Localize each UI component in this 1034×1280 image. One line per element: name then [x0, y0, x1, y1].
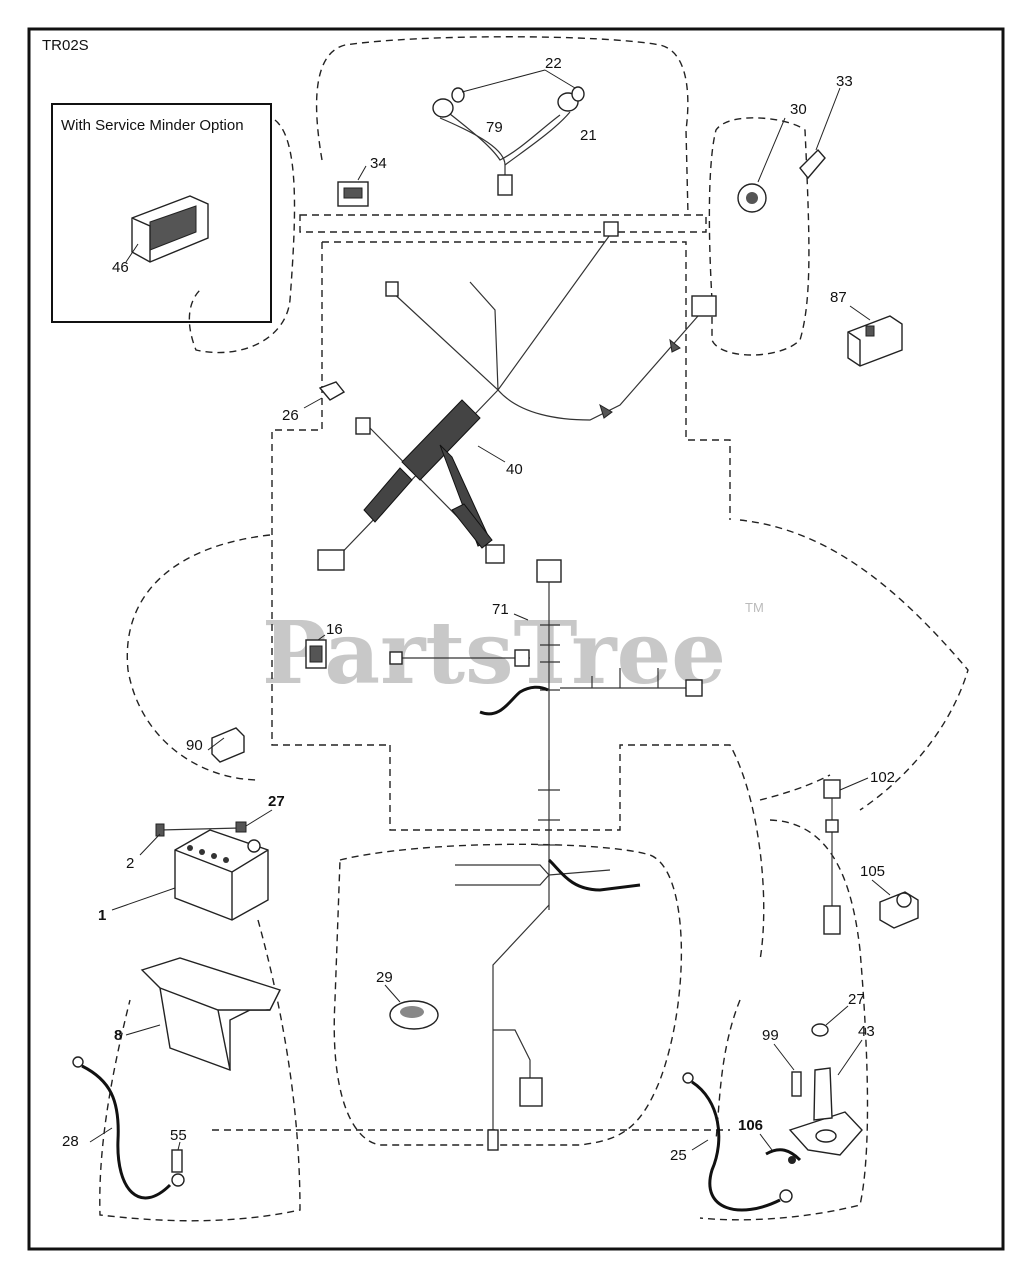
- callout-46: 46: [112, 259, 129, 276]
- callout-106: 106: [738, 1117, 763, 1134]
- service-minder-module: [131, 195, 209, 263]
- callout-71: 71: [492, 601, 509, 618]
- part-99-bolt: [791, 1071, 802, 1097]
- service-minder-inset: With Service Minder Option: [51, 103, 272, 323]
- part-16-switch: [305, 639, 327, 669]
- part-1-battery: [174, 829, 269, 921]
- callout-90: 90: [186, 737, 203, 754]
- part-87-solenoid: [847, 315, 903, 367]
- callout-33: 33: [836, 73, 853, 90]
- callout-34: 34: [370, 155, 387, 172]
- part-106-clip: [765, 1148, 802, 1164]
- callout-105: 105: [860, 863, 885, 880]
- center-wiring-harness: [389, 559, 703, 1151]
- callout-29: 29: [376, 969, 393, 986]
- callout-79: 79: [486, 119, 503, 136]
- diagram-border: [27, 27, 1005, 1251]
- part-26-fuse: [318, 381, 346, 401]
- part-105-relay: [879, 891, 919, 929]
- main-wiring-harness: [317, 221, 717, 571]
- callout-87: 87: [830, 289, 847, 306]
- part-28-battery-cable: [72, 1056, 185, 1200]
- headlight-harness: [432, 86, 585, 196]
- part-25-battery-cable: [682, 1072, 793, 1212]
- callout-1: 1: [98, 907, 106, 924]
- part-34-switch: [337, 181, 369, 207]
- part-55-bolt: [171, 1149, 183, 1173]
- callout-28: 28: [62, 1133, 79, 1150]
- callout-22: 22: [545, 55, 562, 72]
- part-102-harness: [823, 779, 841, 935]
- part-29-grommet: [389, 1000, 439, 1030]
- callout-21: 21: [580, 127, 597, 144]
- callout-27-bottom: 27: [848, 991, 865, 1008]
- part-30-ignition-switch: [737, 183, 767, 213]
- callout-8: 8: [114, 1027, 122, 1044]
- callout-99: 99: [762, 1027, 779, 1044]
- callout-55: 55: [170, 1127, 187, 1144]
- part-33-key: [799, 148, 826, 180]
- callout-30: 30: [790, 101, 807, 118]
- diagram-code: TR02S: [42, 37, 89, 54]
- part-27-washer: [811, 1023, 829, 1037]
- callout-102: 102: [870, 769, 895, 786]
- callout-25: 25: [670, 1147, 687, 1164]
- callout-40: 40: [506, 461, 523, 478]
- callout-26: 26: [282, 407, 299, 424]
- watermark: PartsTree: [262, 603, 726, 704]
- inset-title: With Service Minder Option: [61, 117, 244, 134]
- part-2-bolt: [155, 823, 241, 837]
- callout-16: 16: [326, 621, 343, 638]
- part-43-bracket: [788, 1067, 863, 1156]
- callout-2: 2: [126, 855, 134, 872]
- part-8-battery-tray: [140, 957, 281, 1072]
- part-90-switch: [211, 727, 245, 763]
- callout-43: 43: [858, 1023, 875, 1040]
- watermark-tm: TM: [745, 600, 764, 615]
- callout-27-top: 27: [268, 793, 285, 810]
- part-27-nut: [235, 821, 247, 833]
